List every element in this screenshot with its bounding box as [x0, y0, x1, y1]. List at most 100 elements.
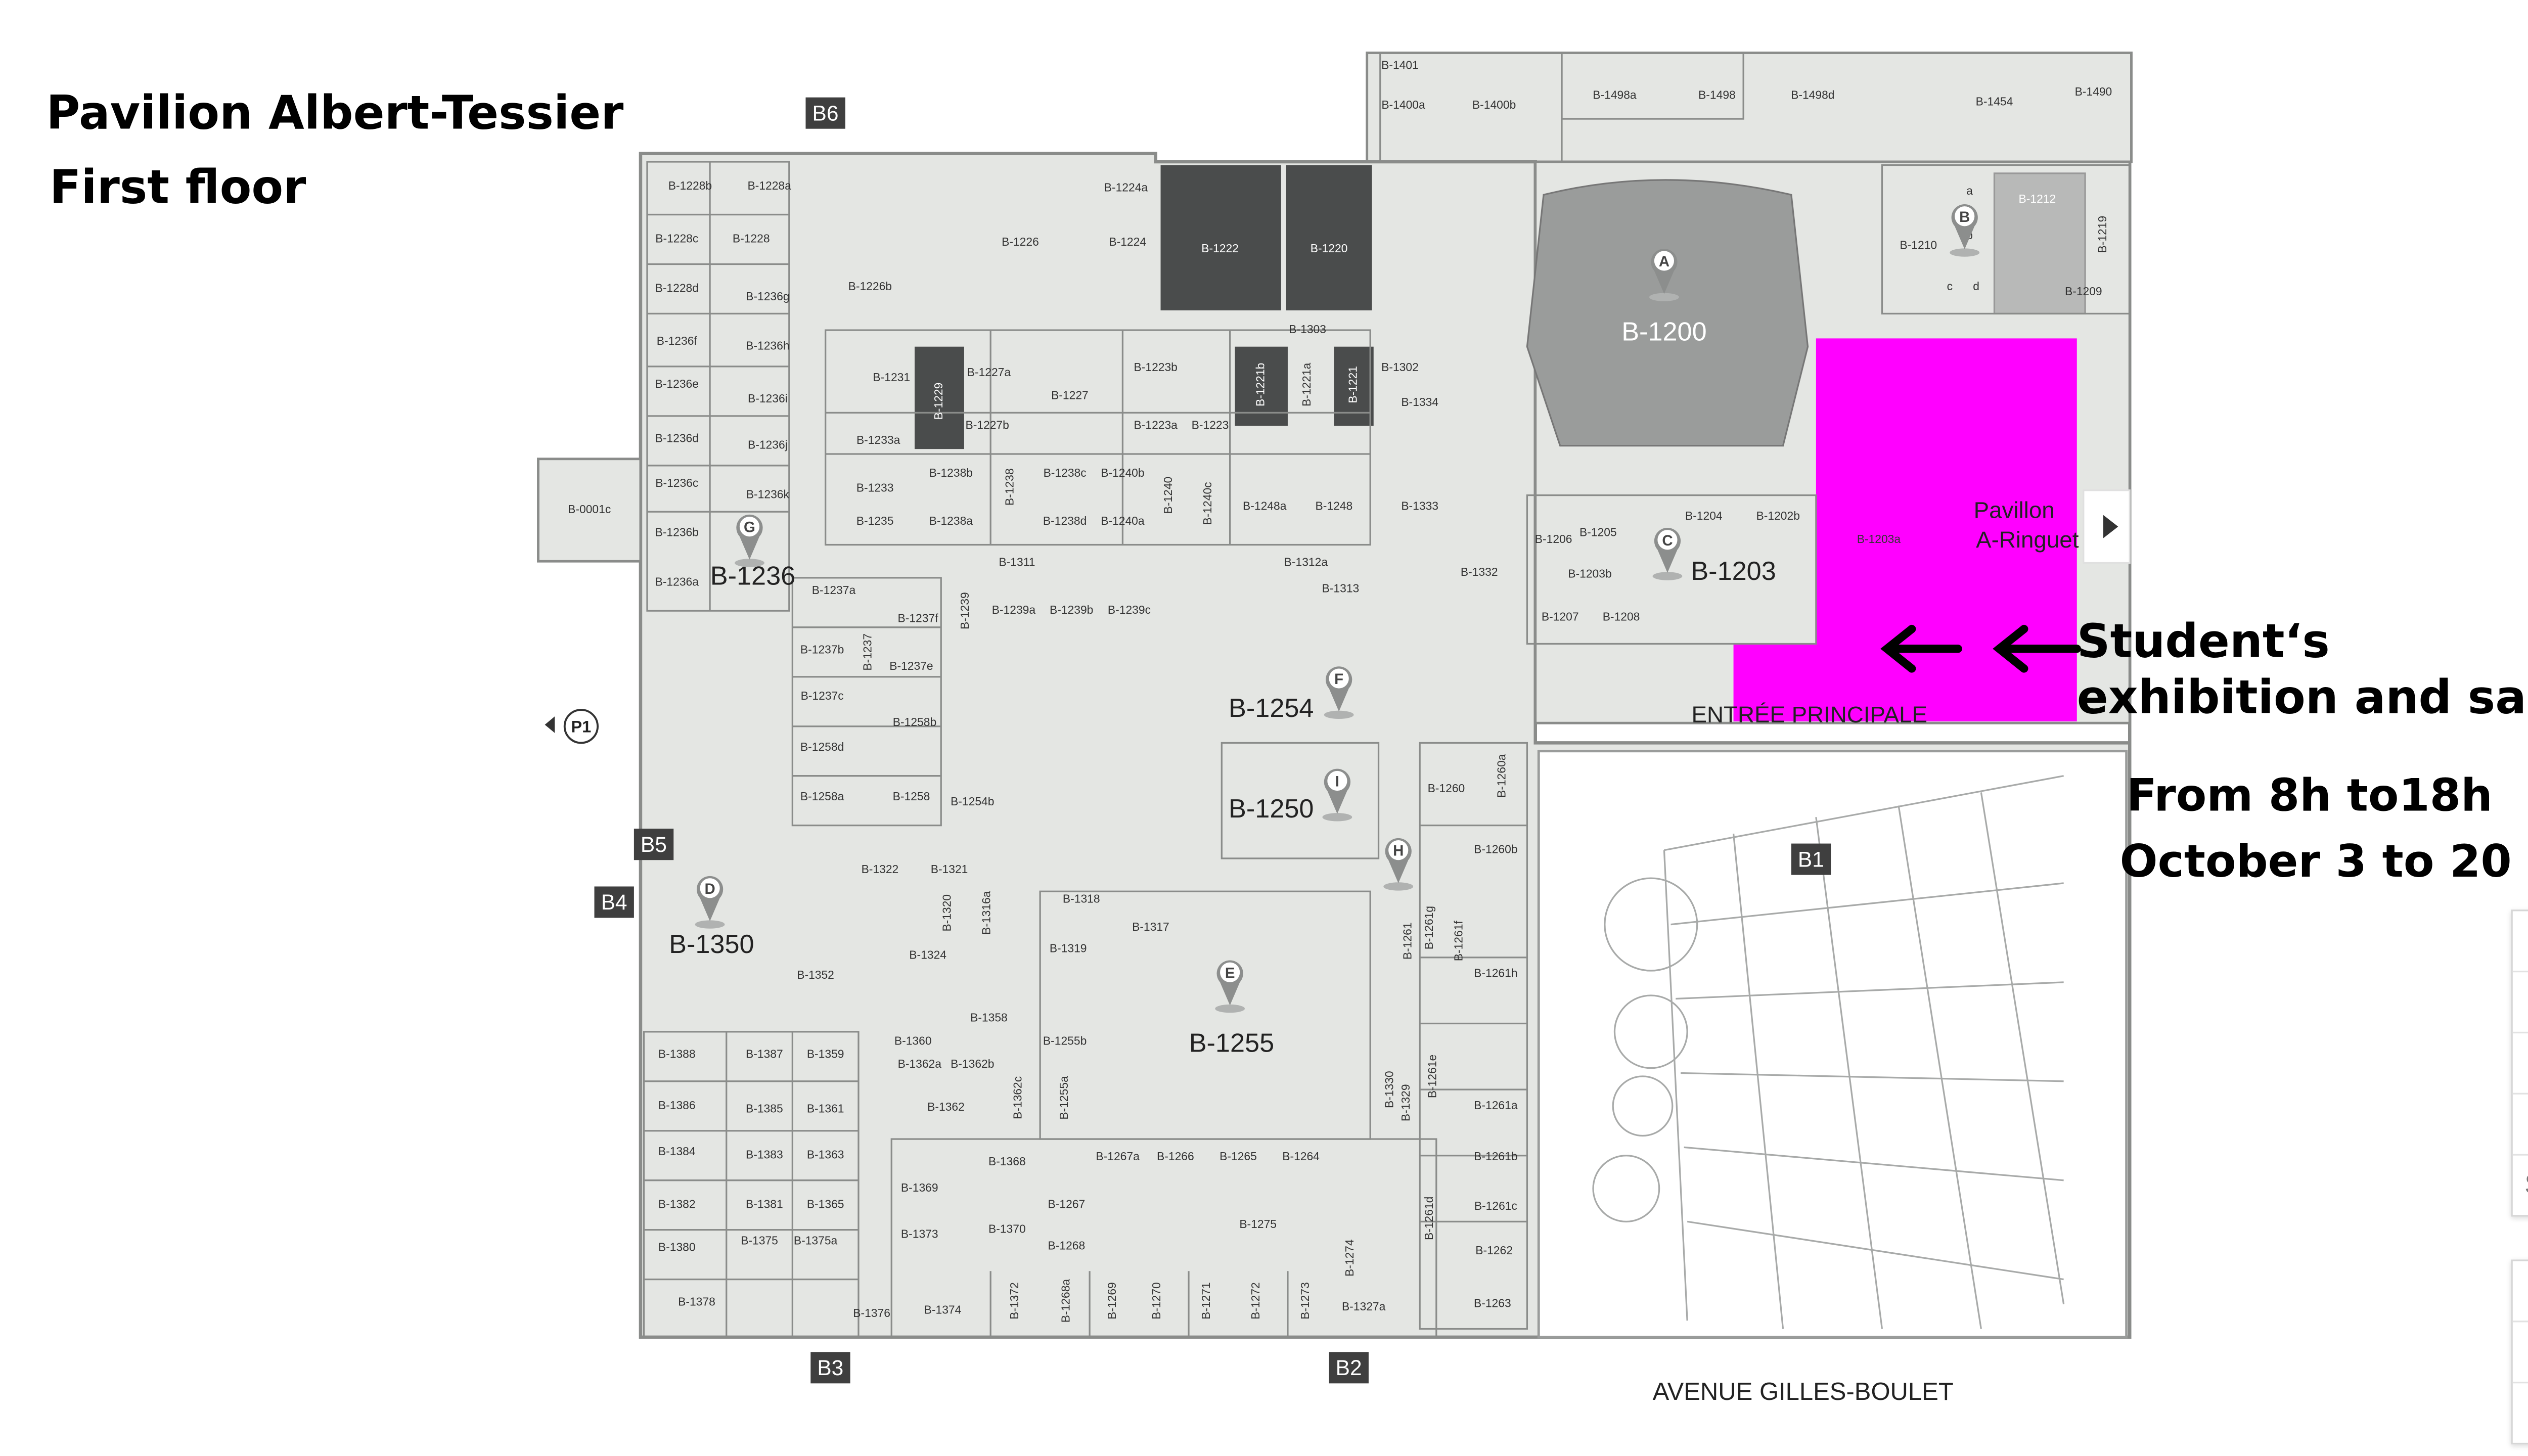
room-b1229[interactable] — [914, 346, 964, 449]
room-label: B-1204 — [1685, 509, 1723, 522]
room-label: B-1380 — [658, 1241, 696, 1254]
room-label: B-1202b — [1756, 509, 1800, 522]
room-label: B-1238a — [929, 514, 973, 527]
room-label: B-1381 — [746, 1198, 783, 1211]
floor-title: First floor — [49, 160, 306, 215]
location-pin-c[interactable]: C — [1652, 527, 1683, 580]
location-pin-b[interactable]: B — [1950, 204, 1980, 257]
room-label: B-1324 — [909, 948, 946, 962]
room-label: B-1333 — [1401, 499, 1438, 512]
room-label: B-1261b — [1474, 1150, 1517, 1163]
room-label: B-1203a — [1857, 532, 1901, 545]
floor-3-button[interactable]: 3 — [2512, 972, 2528, 1034]
floor-ss-button[interactable]: SS — [2513, 1156, 2528, 1215]
room-label: B-1226 — [1002, 235, 1039, 248]
room-label: B-1227b — [965, 418, 1009, 431]
room-label: B-1374 — [924, 1303, 962, 1316]
room-label: B-1386 — [658, 1099, 696, 1112]
room-label: B-1239a — [992, 603, 1036, 616]
room-label: B-1383 — [746, 1148, 783, 1161]
main-entrance-label: ENTRÉE PRINCIPALE — [1692, 702, 1927, 727]
location-pin-a[interactable]: A — [1649, 249, 1679, 301]
room-label: B-1238c — [1044, 466, 1087, 479]
location-pin-label: B — [1959, 209, 1970, 225]
room-label: B-1261a — [1474, 1099, 1518, 1112]
room-label: B-1376 — [853, 1306, 890, 1320]
room-label: B-1360 — [894, 1034, 932, 1047]
room-label: B-1312a — [1284, 555, 1328, 568]
room-label: B-1302 — [1381, 360, 1419, 374]
fullscreen-button[interactable]: ⤢ — [2513, 1383, 2528, 1443]
room-b1222[interactable] — [1160, 165, 1281, 310]
entrance-b5[interactable]: B5 — [634, 829, 673, 860]
room-label: B-1233 — [856, 481, 894, 494]
room-label: B-1401 — [1381, 59, 1419, 72]
arrow-left-icon-2-head — [1993, 624, 2028, 673]
parking-p1-marker[interactable] — [563, 709, 599, 744]
floor-1-button[interactable]: 1 — [2512, 1095, 2528, 1156]
room-label: B-1240c — [1201, 482, 1214, 525]
room-label: B-1221b — [1254, 363, 1267, 406]
room-label: B-1235 — [856, 514, 894, 527]
room-label: B-1268 — [1048, 1239, 1086, 1252]
room-label: B-1498d — [1791, 88, 1834, 101]
room-label: B-1238d — [1043, 514, 1087, 527]
location-pin-h[interactable]: H — [1383, 838, 1414, 891]
room-label: B-1237 — [861, 633, 874, 671]
room-label: B-1358 — [970, 1011, 1008, 1024]
building-title: Pavilion Albert-Tessier — [46, 85, 624, 141]
room-label: B-1227 — [1051, 389, 1089, 402]
room-label: c — [1947, 280, 1953, 293]
floor-4-button[interactable]: 4 — [2512, 911, 2528, 973]
room-label: B-1319 — [1050, 942, 1087, 955]
entrance-b3[interactable]: B3 — [810, 1352, 850, 1384]
exhibition-hours: From 8h to18h — [2126, 770, 2493, 823]
zoom-out-button[interactable]: − — [2512, 1323, 2528, 1384]
room-label: B-1236h — [746, 339, 789, 352]
location-pin-f[interactable]: F — [1324, 666, 1354, 719]
location-pin-e[interactable]: E — [1215, 960, 1245, 1013]
location-pin-g[interactable]: G — [735, 514, 764, 567]
room-label: B-1237a — [812, 583, 856, 597]
room-label: B-1373 — [901, 1227, 938, 1240]
room-b0001c[interactable] — [537, 458, 642, 563]
room-label: B-1268a — [1059, 1279, 1072, 1323]
room-label: B-1267 — [1048, 1198, 1086, 1211]
room-label: B-1228 — [733, 232, 770, 245]
entrance-b2[interactable]: B2 — [1329, 1352, 1369, 1384]
room-label: B-1236c — [655, 476, 698, 489]
room-label: B-1240b — [1101, 466, 1144, 479]
location-pin-label: E — [1225, 965, 1235, 981]
room-label: B-1222 — [1201, 242, 1239, 255]
room-label: B-1248a — [1243, 499, 1287, 512]
entrance-b1[interactable]: B1 — [1791, 843, 1831, 875]
room-label: B-1236g — [746, 290, 789, 303]
room-label: B-1236d — [655, 432, 699, 445]
floor-2-button[interactable]: 2 — [2512, 1033, 2528, 1095]
room-b1220[interactable] — [1286, 165, 1372, 310]
zoom-in-button[interactable]: + — [2512, 1261, 2528, 1323]
exhibition-dates: October 3 to 20 — [2119, 837, 2512, 888]
room-label: B-1206 — [1535, 532, 1572, 545]
room-label: B-1239 — [958, 592, 971, 629]
location-pin-label: A — [1659, 253, 1669, 270]
entrance-b4[interactable]: B4 — [594, 886, 634, 918]
room-label: B-1359 — [807, 1048, 844, 1061]
room-label: B-1228b — [668, 179, 712, 192]
room-label: B-1261e — [1425, 1055, 1438, 1098]
room-label: B-1260b — [1474, 843, 1517, 856]
room-label: B-1261 — [1401, 922, 1414, 960]
room-label-b1200: B-1200 — [1621, 317, 1706, 346]
location-pin-label: H — [1393, 843, 1404, 859]
exhibition-highlight-area[interactable] — [1733, 338, 2077, 721]
auditorium-b1200[interactable] — [1526, 179, 1809, 447]
room-label: B-1454 — [1976, 95, 2013, 108]
location-pin-d[interactable]: D — [695, 876, 725, 929]
location-pin-i[interactable]: I — [1322, 768, 1352, 822]
parking-arrow-icon — [545, 716, 555, 733]
entrance-b6[interactable]: B6 — [805, 97, 845, 129]
parking-p1-label: P1 — [571, 717, 591, 736]
room-label: B-1221 — [1346, 366, 1360, 403]
